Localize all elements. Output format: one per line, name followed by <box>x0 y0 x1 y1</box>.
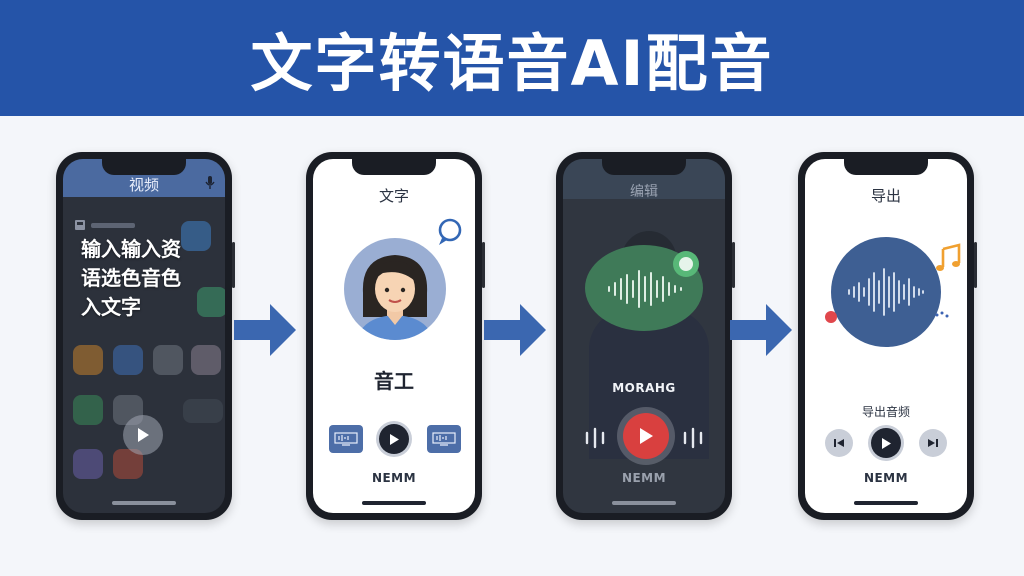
record-dot-icon <box>825 311 837 323</box>
status-dot-icon <box>673 251 699 277</box>
music-note-icon <box>936 243 961 271</box>
waveform-left-icon <box>585 427 605 449</box>
play-button-inner <box>871 428 901 458</box>
phone-notch <box>844 159 928 175</box>
speaker-right-icon <box>432 432 456 446</box>
phone-screen: 导出 导出音 <box>805 159 967 513</box>
play-button[interactable] <box>123 415 163 455</box>
text-line: 语选色音色 <box>81 266 181 290</box>
speaker-right-button[interactable] <box>427 425 461 453</box>
phone-screen: 文字 音工 <box>313 159 475 513</box>
title-banner <box>0 0 1024 116</box>
caption-label: NEMM <box>621 471 667 485</box>
record-button-inner <box>623 413 669 459</box>
home-indicator <box>854 501 918 505</box>
app-tile-icon <box>73 395 103 425</box>
mic-icon[interactable] <box>205 176 215 193</box>
avatar[interactable] <box>343 237 447 341</box>
status-dot-inner <box>679 257 693 271</box>
app-tile-icon <box>153 345 183 375</box>
status-icon <box>75 215 137 234</box>
play-icon <box>389 433 399 445</box>
phone-screen: 编辑 MORAHG <box>563 159 725 513</box>
app-tile-icon <box>181 221 211 251</box>
speaker-left-button[interactable] <box>329 425 363 453</box>
voice-name: 音工 <box>374 369 414 393</box>
next-button[interactable] <box>919 429 947 457</box>
home-indicator <box>362 501 426 505</box>
waveform-icon <box>608 270 682 308</box>
phone-notch <box>352 159 436 175</box>
screen-title: 导出 <box>870 187 901 205</box>
text-line: 入文字 <box>81 295 141 319</box>
play-icon <box>881 437 891 449</box>
phone-notch <box>102 159 186 175</box>
phone-screen: 视频 输入输入资 语选色音色 入文字 <box>63 159 225 513</box>
play-button[interactable] <box>376 421 412 457</box>
app-tile-icon <box>191 345 221 375</box>
chat-bubble-icon[interactable] <box>435 217 465 247</box>
screen-title: 编辑 <box>630 184 658 200</box>
next-icon <box>928 439 938 447</box>
phone-generate: 编辑 MORAHG <box>556 152 735 520</box>
screen-title: 文字 <box>378 187 409 205</box>
caption-label: NEMM <box>371 471 417 485</box>
home-indicator <box>112 501 176 505</box>
waveform-icon <box>848 268 924 316</box>
app-tile-icon <box>197 287 225 317</box>
speaker-left-icon <box>334 432 358 446</box>
waveform-disc <box>831 237 941 347</box>
caption-label: NEMM <box>863 471 909 485</box>
home-indicator <box>612 501 676 505</box>
previous-icon <box>834 439 844 447</box>
play-button-inner <box>379 424 409 454</box>
sparkle-icon <box>935 311 949 318</box>
app-tile-icon <box>73 449 103 479</box>
arrow-right-icon <box>234 304 296 356</box>
play-icon <box>138 428 149 442</box>
waveform-right-icon <box>683 427 703 449</box>
screen-title: 视频 <box>128 175 159 194</box>
export-label: 导出音频 <box>861 405 910 419</box>
arrow-right-icon <box>730 304 792 356</box>
phone-text-input: 视频 输入输入资 语选色音色 入文字 <box>56 152 235 520</box>
phone-export: 导出 导出音 <box>798 152 977 520</box>
play-icon <box>640 428 653 444</box>
app-tile-icon <box>73 345 103 375</box>
app-tile-icon <box>183 399 223 423</box>
input-text: 输入输入资 语选色音色 入文字 <box>81 235 181 322</box>
phone-notch <box>602 159 686 175</box>
arrow-right-icon <box>484 304 546 356</box>
app-tile-icon <box>113 345 143 375</box>
phone-voice-select: 文字 音工 <box>306 152 485 520</box>
record-button[interactable] <box>617 407 675 465</box>
banner-title: 文字转语音AI配音 <box>250 27 774 100</box>
text-line: 输入输入资 <box>81 237 181 261</box>
wave-label: MORAHG <box>612 381 676 395</box>
play-button[interactable] <box>868 425 904 461</box>
previous-button[interactable] <box>825 429 853 457</box>
